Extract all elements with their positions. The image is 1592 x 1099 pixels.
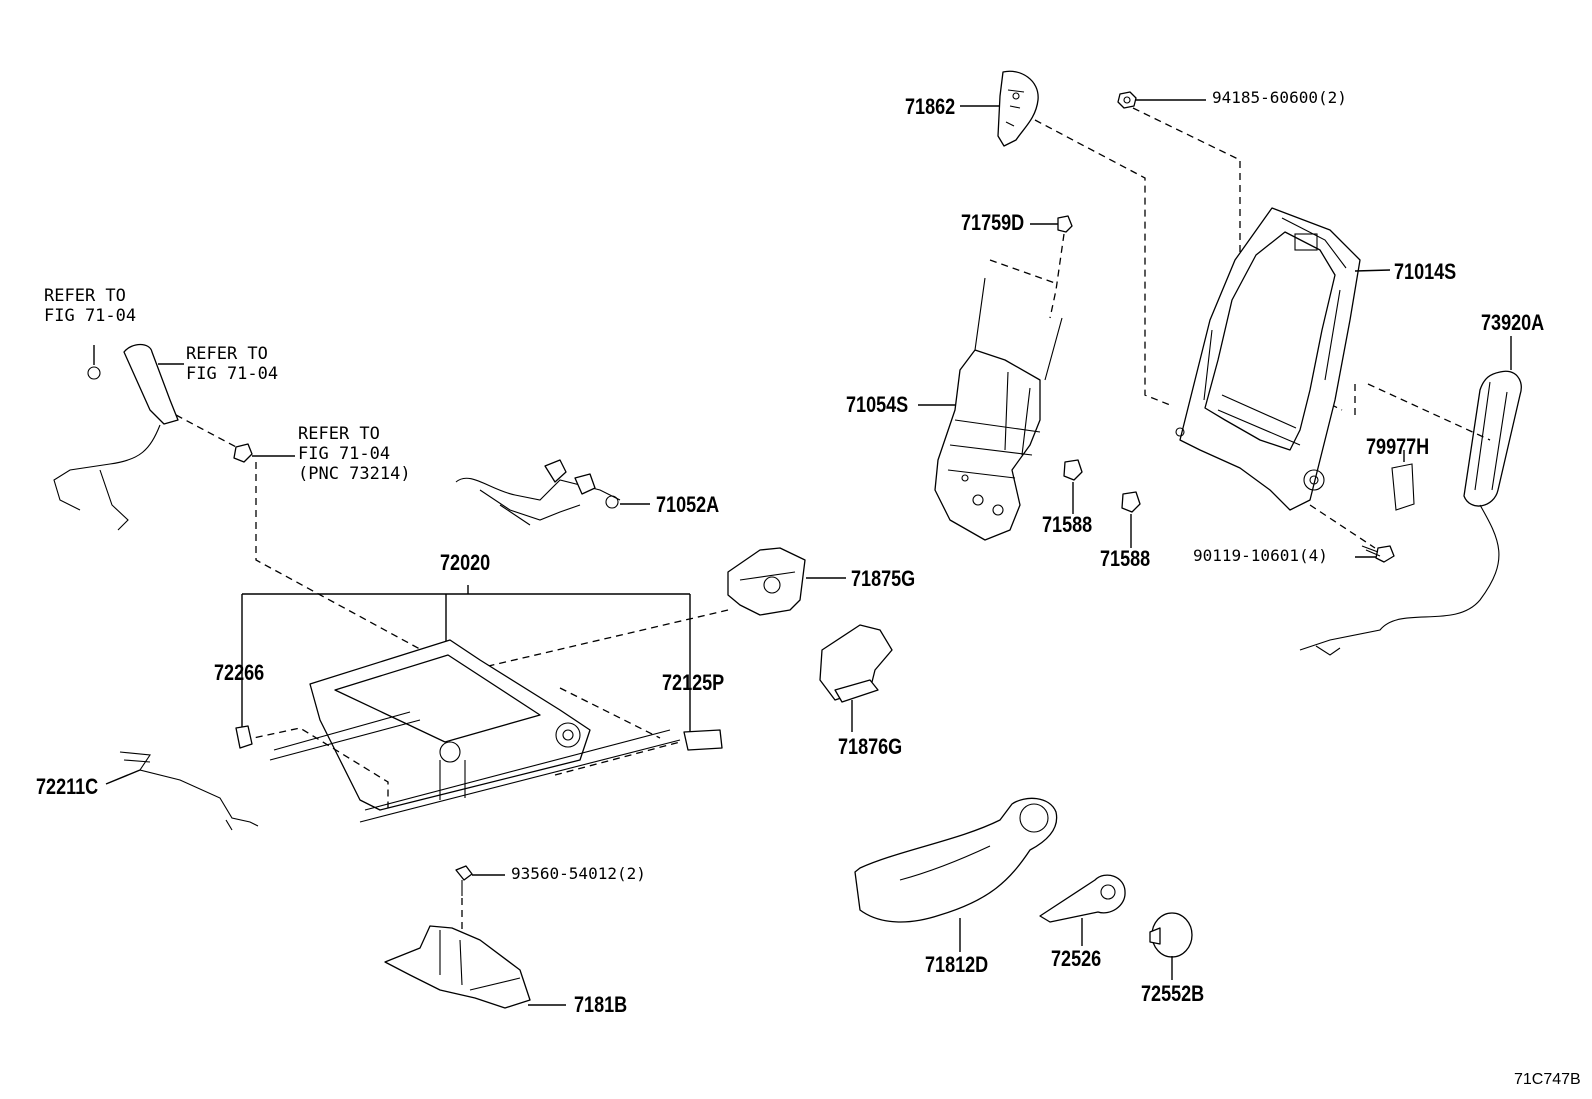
reference-note-3-line-1: REFER TO: [298, 424, 380, 444]
reference-note-1-line-1: REFER TO: [44, 286, 126, 306]
label-71588-b: 71588: [1100, 546, 1151, 571]
label-72526: 72526: [1051, 946, 1102, 971]
adjuster-knob-72526-part: [1039, 874, 1126, 923]
label-73920A: 73920A: [1481, 310, 1545, 335]
connector-72125P-part: [683, 729, 723, 751]
side-shield-71812D-part: [854, 797, 1058, 923]
seat-cushion-frame-part: [269, 639, 681, 823]
belt-buckle-harness-part: [53, 343, 179, 531]
label-93560: 93560-54012(2): [511, 864, 646, 883]
airbag-module-part: [1299, 370, 1522, 656]
lumbar-support-part: [934, 277, 1063, 541]
reference-note-2: REFER TO FIG 71-04: [186, 344, 278, 384]
reference-note-2-line-1: REFER TO: [186, 344, 268, 364]
wire-harness-72211C-part: [119, 751, 259, 831]
reference-note-3: REFER TO FIG 71-04 (PNC 73214): [298, 424, 411, 484]
reference-note-3-line-2: FIG 71-04: [298, 444, 391, 464]
connector-72266-part: [235, 725, 253, 749]
bolt-94185-part: [1117, 91, 1137, 109]
label-72266: 72266: [214, 660, 265, 685]
label-72211C: 72211C: [36, 774, 99, 799]
clip-71588-b-part: [1121, 491, 1141, 513]
label-71014S: 71014S: [1394, 259, 1457, 284]
reference-note-1: REFER TO FIG 71-04: [44, 286, 136, 326]
cover-cap-72552B-part: [1149, 912, 1193, 958]
label-71876G: 71876G: [838, 734, 903, 759]
warning-label-part: [1391, 463, 1415, 511]
bolt-90119-part: [1361, 545, 1395, 563]
seatback-frame-part: [1175, 207, 1361, 511]
label-71875G: 71875G: [851, 566, 916, 591]
reference-note-2-line-2: FIG 71-04: [186, 364, 279, 384]
label-71812D: 71812D: [925, 952, 989, 977]
label-79977H: 79977H: [1366, 434, 1430, 459]
headrest-cover-part: [997, 70, 1039, 147]
label-94185: 94185-60600(2): [1212, 88, 1347, 107]
label-72125P: 72125P: [662, 670, 725, 695]
label-71862: 71862: [905, 94, 956, 119]
label-72020: 72020: [440, 550, 491, 575]
label-7181B: 7181B: [574, 992, 628, 1017]
label-90119: 90119-10601(4): [1193, 546, 1328, 565]
clip-71759D-part: [1057, 215, 1073, 233]
recliner-cover-inner-part: [819, 624, 893, 703]
nut-73214-part: [233, 443, 253, 463]
clip-71588-a-part: [1063, 459, 1083, 481]
bolt-93560-part: [455, 865, 473, 896]
diagram-code: 71C747B: [1514, 1071, 1581, 1088]
label-72552B: 72552B: [1141, 981, 1205, 1006]
label-71759D: 71759D: [961, 210, 1025, 235]
slide-adjuster-bracket-part: [384, 925, 531, 1009]
reference-note-3-line-3: (PNC 73214): [298, 464, 411, 484]
label-71054S: 71054S: [846, 392, 909, 417]
recliner-cover-part: [727, 547, 806, 616]
label-71588-a: 71588: [1042, 512, 1093, 537]
label-71052A: 71052A: [656, 492, 720, 517]
reference-note-1-line-2: FIG 71-04: [44, 306, 137, 326]
recliner-cable-part: [455, 459, 621, 526]
